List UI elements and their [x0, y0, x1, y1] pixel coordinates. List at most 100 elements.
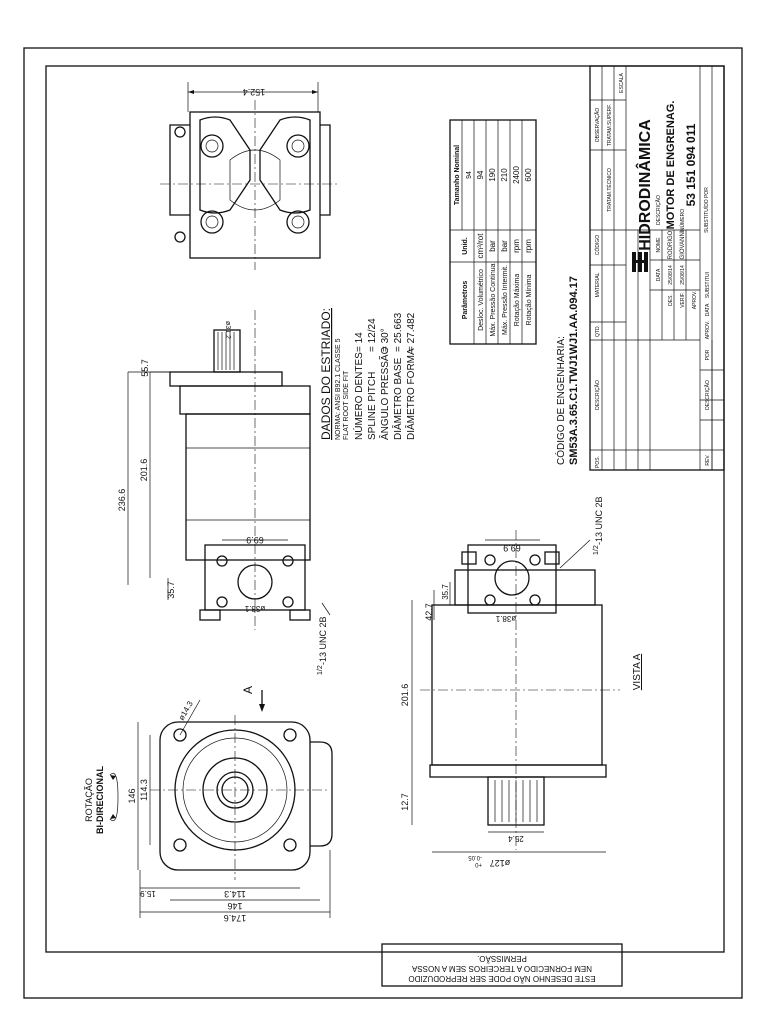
- side-view: 236.6 201.6 55.7 35.7 ø31.2 69.9 ø38.1: [117, 310, 331, 675]
- tb-descricao: DESCRIÇÃO: [594, 380, 601, 410]
- tb-des-name: RODRIGO: [668, 230, 674, 259]
- front-view: ROTAÇÃO BI-DIRECIONAL A ø14.3 146 114.3 …: [84, 686, 333, 923]
- table-header-unit: Unid.: [462, 237, 469, 255]
- thread-frac-va: 1/2: [593, 545, 600, 555]
- view-arrow-a: A: [241, 686, 255, 694]
- view-a-title: VISTA A: [632, 653, 643, 690]
- tb-trat-super: TRATAM.SUPERF.: [607, 104, 613, 146]
- title-block: POS. DESCRIÇÃO QTD. MATERIAL CÓDIGO TRAT…: [589, 65, 725, 471]
- dim-35-va: 35.7: [441, 584, 450, 600]
- spline-angle-label: ÂNGULO PRESSÃO: [378, 346, 391, 440]
- dim-201-va: 201.6: [400, 684, 410, 707]
- tb-escala: ESCALA: [619, 72, 625, 92]
- dim-shaft-side: ø31.2: [224, 321, 231, 339]
- spline-base-value: = 25.663: [393, 312, 404, 352]
- tb-por: POR: [705, 349, 711, 360]
- spline-base-label: DIÂMETRO BASE: [391, 357, 404, 440]
- row0-unit: cm³/rot: [476, 233, 485, 259]
- row1-param: Máx. Pressão Contínua: [490, 263, 497, 336]
- copyright-notice: ESTE DESENHO NÃO PODE SER REPRODUZIDO NE…: [381, 943, 623, 987]
- dim-69-va: 69.9: [503, 543, 521, 553]
- row3-value: 2400: [512, 166, 521, 184]
- notice-line3: PERMISSÃO.: [477, 954, 527, 963]
- tol-upper-va: +0: [474, 861, 482, 867]
- notice-line1: ESTE DESENHO NÃO PODE SER REPRODUZIDO: [408, 974, 595, 983]
- dim-25-va: 25.4: [508, 834, 524, 843]
- spline-angle-value: = 30°: [380, 328, 391, 352]
- dim-146-h: 146: [227, 901, 242, 911]
- tb-part-number: 53 151 094 011: [684, 123, 698, 206]
- thread-side: -13 UNC 2B: [318, 616, 328, 665]
- tb-verif: VERIF.: [680, 292, 686, 308]
- tb-verif-date: 25/08/14: [680, 265, 686, 285]
- tb-data: DATA: [656, 268, 662, 281]
- thread-va: -13 UNC 2B: [594, 496, 604, 545]
- spline-fit: FLAT ROOT SIDE FIT: [343, 370, 350, 440]
- tb-codigo: CÓDIGO: [594, 235, 601, 255]
- thread-frac-side: 1/2: [317, 665, 324, 675]
- dim-152: 152.4: [243, 87, 266, 97]
- engineering-code-value: SM53A.3.65.C1.TWJ1WJ1.AA.094.17: [568, 276, 580, 465]
- spline-form-value: = 27.482: [406, 312, 417, 352]
- spline-title: DADOS DO ESTRIADO:: [319, 308, 333, 440]
- tb-data2: DATA: [705, 303, 711, 316]
- tb-substitui: SUBSTITUI: [705, 272, 711, 298]
- tb-des-date: 25/08/14: [668, 265, 674, 285]
- row1-value: 190: [488, 168, 497, 182]
- tol-lower-va: -0.05: [468, 854, 482, 860]
- dim-pilot-va: ø127: [490, 858, 511, 868]
- spline-pitch-label: SPLINE PITCH: [367, 372, 378, 440]
- row4-value: 600: [524, 168, 533, 182]
- engineering-code: CÓDIGO DE ENGENHARIA: SM53A.3.65.C1.TWJ1…: [554, 276, 580, 465]
- spline-teeth-label: NÚMERO DENTES: [352, 352, 365, 440]
- engineering-code-label: CÓDIGO DE ENGENHARIA:: [554, 336, 567, 465]
- tb-verif-name: GIOVANNI: [680, 230, 686, 259]
- table-header-param: Parâmetros: [462, 281, 469, 320]
- row4-unit: rpm: [524, 239, 533, 253]
- dim-114-v: 114.3: [139, 779, 149, 801]
- rotation-value: BI-DIRECIONAL: [95, 766, 105, 834]
- dim-42-va: 42.7: [424, 603, 434, 621]
- dim-114-h: 114.3: [224, 889, 246, 899]
- row2-param: Máx. Pressão Intermit.: [502, 265, 509, 335]
- spline-norm: NORMA: ANSI B92.1 CLASSE 5: [335, 338, 342, 440]
- tb-trat-tecnico: TRATAM.TÉCNICO: [606, 168, 613, 212]
- tb-numero: NÚMERO: [679, 209, 686, 231]
- dim-201-side: 201.6: [139, 459, 149, 482]
- dim-174: 174.6: [224, 913, 247, 923]
- row2-unit: bar: [500, 240, 509, 252]
- row0-param: Desloc. Volumétrico: [478, 269, 485, 331]
- tb-nome: NOME: [656, 237, 662, 253]
- tb-material: MATERIAL: [595, 272, 601, 297]
- row2-value: 210: [500, 168, 509, 182]
- row3-param: Rotação Máxima: [514, 274, 521, 327]
- row0-value: 94: [476, 170, 485, 179]
- spline-data: DADOS DO ESTRIADO: NORMA: ANSI B92.1 CLA…: [319, 308, 417, 440]
- spline-pitch-value: = 12/24: [367, 318, 378, 352]
- dim-port-va: ø38.1: [495, 614, 516, 623]
- parameter-table: Parâmetros Unid. Tamanho Nominal 94 Desl…: [449, 119, 537, 345]
- dim-12-va: 12.7: [400, 793, 410, 811]
- inner-frame: [45, 65, 725, 953]
- dim-69-side: 69.9: [246, 535, 264, 545]
- dim-55-side: 55.7: [140, 359, 150, 377]
- table-header-size: Tamanho Nominal: [454, 145, 461, 205]
- tb-des: DES.: [668, 294, 674, 306]
- outer-frame: [23, 47, 743, 999]
- tb-descricao2: DESCRIÇÃO: [655, 195, 662, 225]
- tb-pos: POS.: [595, 456, 601, 468]
- top-view: 152.4: [160, 82, 340, 270]
- spline-teeth-value: = 14: [354, 332, 365, 352]
- tb-substituido: SUBSTITUÍDO POR: [703, 187, 710, 233]
- notice-line2: NEM FORNECIDO A TERCEIROS SEM A NOSSA: [411, 964, 592, 973]
- tb-observacao: OBSERVAÇÃO: [594, 108, 601, 143]
- rotation-label: ROTAÇÃO: [84, 778, 94, 822]
- spline-form-label: DIÂMETRO FORMA: [404, 348, 417, 440]
- tb-qtd: QTD.: [595, 325, 601, 337]
- dim-35-side: 35.7: [166, 581, 176, 599]
- company-logo: [632, 252, 648, 272]
- dim-15-9: 15.9: [140, 889, 156, 898]
- tb-aprov: APROV.: [692, 291, 698, 309]
- tb-product: MOTOR DE ENGRENAG.: [665, 101, 677, 230]
